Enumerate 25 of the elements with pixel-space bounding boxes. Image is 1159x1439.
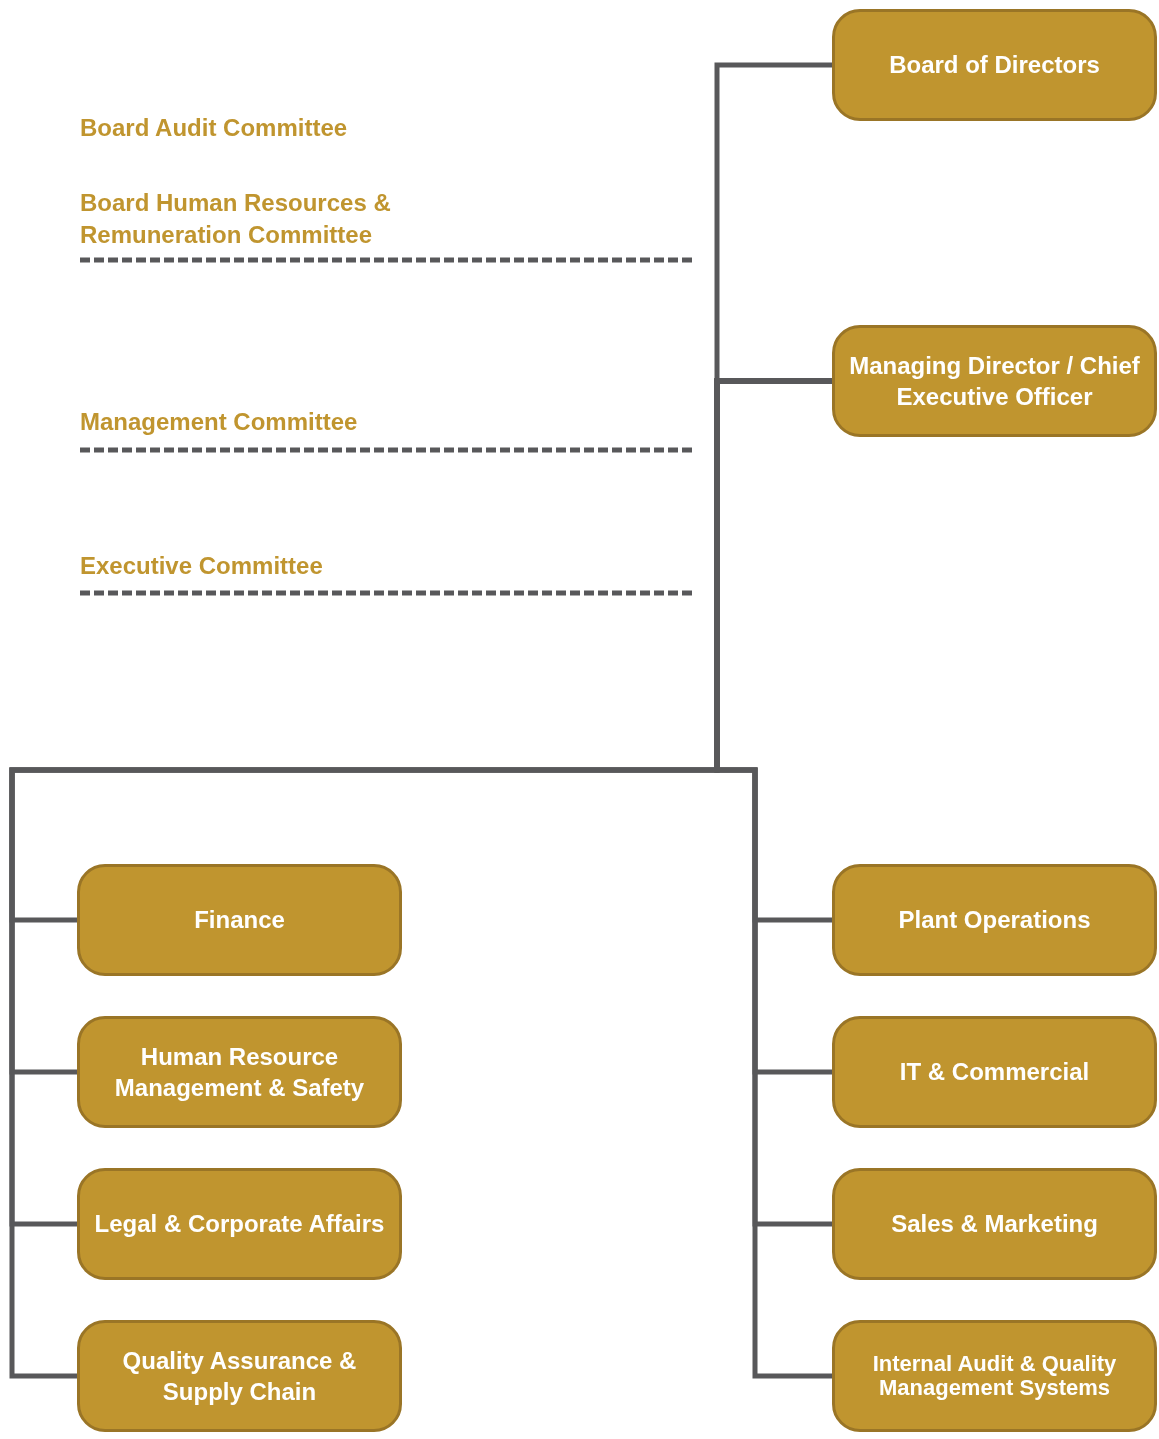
department-box (77, 1016, 402, 1128)
box-title: Quality Assurance & Supply Chain (121, 1345, 358, 1407)
committee-label: Board Human Resources & Remuneration Committee (80, 188, 392, 250)
department-box (77, 1168, 402, 1280)
committee-label: Board Audit Committee (80, 113, 349, 143)
box-title: Legal & Corporate Affairs (94, 1209, 385, 1240)
box-title: Human Resource Management & Safety (113, 1041, 366, 1103)
box-title: Finance (194, 905, 285, 936)
department-box (832, 325, 1157, 437)
department-box (77, 864, 402, 976)
box-title: Managing Director / Chief Executive Officer (848, 350, 1141, 412)
box-title: Board of Directors (889, 50, 1100, 81)
department-box (832, 9, 1157, 121)
box-title: IT & Commercial (899, 1057, 1090, 1088)
department-box (832, 1016, 1157, 1128)
department-box (77, 1320, 402, 1432)
box-title: Plant Operations (898, 905, 1091, 936)
department-box (832, 1320, 1157, 1432)
box-title: Sales & Marketing (891, 1209, 1098, 1240)
box-title: Internal Audit & Quality Management Systems (871, 1351, 1118, 1401)
committee-label: Management Committee (80, 407, 359, 437)
committee-label: Executive Committee (80, 551, 324, 581)
connector-line (714, 378, 832, 1379)
department-box (832, 864, 1157, 976)
department-box (832, 1168, 1157, 1280)
